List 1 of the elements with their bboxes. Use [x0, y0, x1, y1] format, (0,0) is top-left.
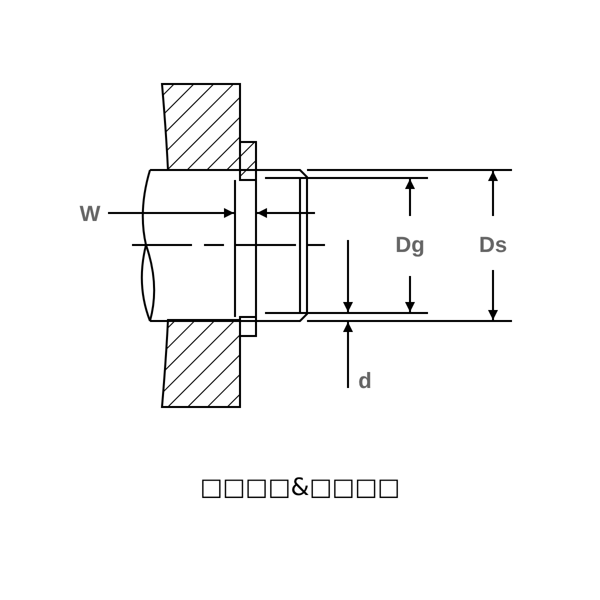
caption: □□□□&□□□□: [200, 473, 400, 501]
